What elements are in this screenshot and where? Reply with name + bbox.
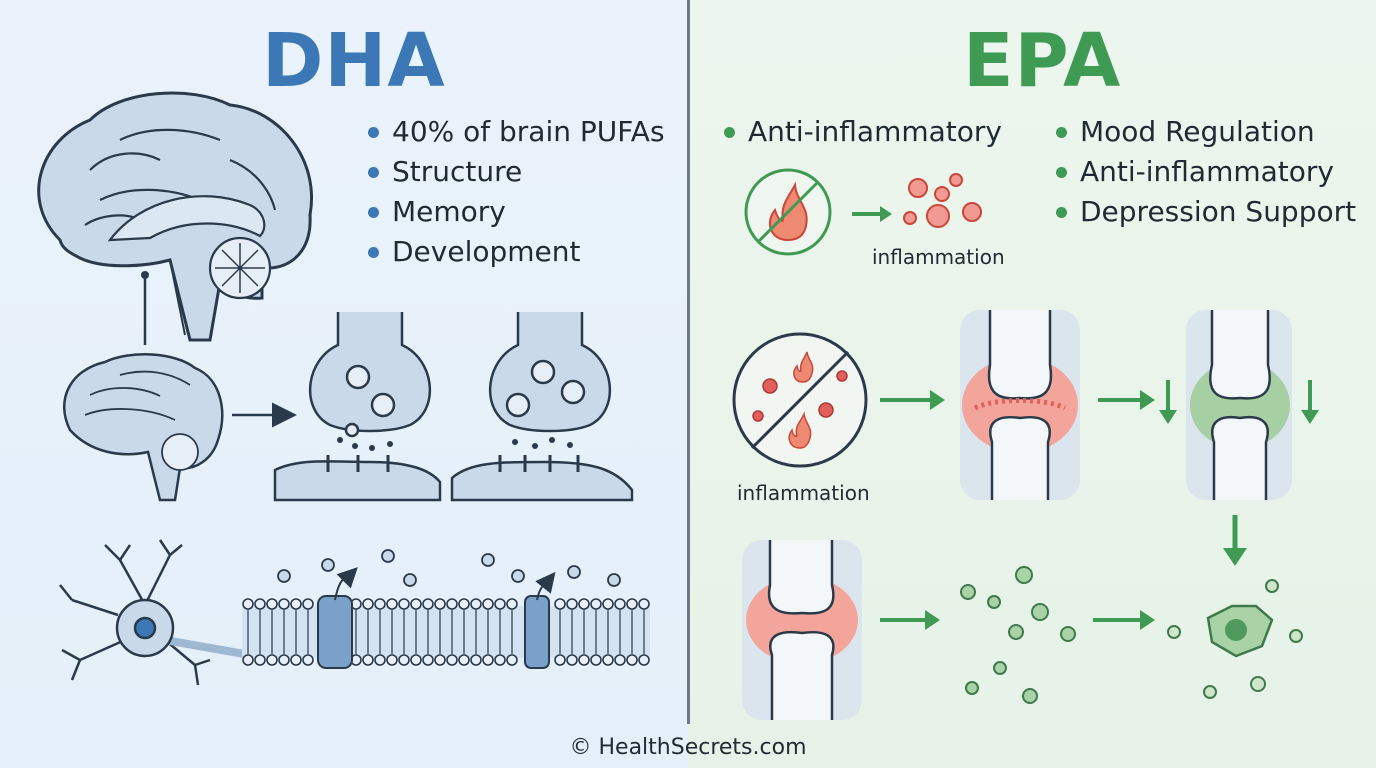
neuron-green-icon bbox=[1167, 579, 1303, 699]
phospholipid-head bbox=[242, 598, 254, 610]
joint-healthy-icon bbox=[1186, 310, 1292, 500]
phospholipid-head bbox=[602, 654, 614, 666]
copyright-footer: © HealthSecrets.com bbox=[569, 735, 807, 760]
phospholipid-head bbox=[254, 654, 266, 666]
synapse-icon bbox=[273, 312, 634, 502]
no-fire-icon bbox=[744, 168, 832, 256]
phospholipid-head bbox=[590, 654, 602, 666]
phospholipid-head bbox=[458, 654, 470, 666]
phospholipid-head bbox=[374, 598, 386, 610]
dha-bullet-list: 40% of brain PUFAs Structure Memory Deve… bbox=[368, 112, 665, 272]
green-particles-icon bbox=[960, 566, 1076, 704]
phospholipid-head bbox=[578, 598, 590, 610]
epa-bullet-list-right: Mood Regulation Anti-inflammatory Depres… bbox=[1056, 112, 1356, 232]
phospholipid-head bbox=[398, 654, 410, 666]
phospholipid-head bbox=[482, 654, 494, 666]
phospholipid-head bbox=[614, 654, 626, 666]
epa-bullet: Anti-inflammatory bbox=[724, 112, 1002, 152]
inflammation-caption: inflammation bbox=[737, 481, 870, 505]
phospholipid-head bbox=[290, 598, 302, 610]
cell-membrane-icon bbox=[242, 549, 650, 669]
inflammation-circle-icon bbox=[732, 332, 868, 468]
phospholipid-head bbox=[446, 598, 458, 610]
phospholipid-head bbox=[362, 654, 374, 666]
phospholipid-head bbox=[386, 598, 398, 610]
phospholipid-head bbox=[398, 598, 410, 610]
epa-bullet-list-left: Anti-inflammatory bbox=[724, 112, 1002, 152]
phospholipid-head bbox=[410, 654, 422, 666]
phospholipid-head bbox=[626, 654, 638, 666]
phospholipid-head bbox=[266, 654, 278, 666]
phospholipid-head bbox=[458, 598, 470, 610]
phospholipid-head bbox=[386, 654, 398, 666]
phospholipid-head bbox=[578, 654, 590, 666]
phospholipid-head bbox=[422, 654, 434, 666]
inflammation-cells-icon bbox=[903, 173, 982, 228]
neuron-icon bbox=[59, 539, 251, 686]
phospholipid-head bbox=[506, 654, 518, 666]
phospholipid-head bbox=[638, 654, 650, 666]
phospholipid-head bbox=[290, 654, 302, 666]
epa-bullet: Depression Support bbox=[1056, 192, 1356, 232]
epa-bullet: Mood Regulation bbox=[1056, 112, 1356, 152]
dha-title: DHA bbox=[262, 18, 446, 104]
phospholipid-head bbox=[554, 654, 566, 666]
phospholipid-head bbox=[638, 598, 650, 610]
phospholipid-head bbox=[554, 598, 566, 610]
phospholipid-head bbox=[470, 654, 482, 666]
phospholipid-head bbox=[374, 654, 386, 666]
epa-bullet: Anti-inflammatory bbox=[1056, 152, 1356, 192]
phospholipid-head bbox=[494, 654, 506, 666]
phospholipid-head bbox=[266, 598, 278, 610]
phospholipid-head bbox=[434, 654, 446, 666]
phospholipid-head bbox=[614, 598, 626, 610]
phospholipid-head bbox=[302, 654, 314, 666]
phospholipid-head bbox=[254, 598, 266, 610]
phospholipid-head bbox=[422, 598, 434, 610]
phospholipid-head bbox=[410, 598, 422, 610]
dha-bullet: Memory bbox=[368, 192, 665, 232]
phospholipid-head bbox=[626, 598, 638, 610]
epa-title: EPA bbox=[963, 18, 1122, 104]
phospholipid-head bbox=[602, 598, 614, 610]
inflammation-caption: inflammation bbox=[872, 245, 1005, 269]
phospholipid-head bbox=[434, 598, 446, 610]
phospholipid-head bbox=[446, 654, 458, 666]
dha-bullet: 40% of brain PUFAs bbox=[368, 112, 665, 152]
phospholipid-head bbox=[494, 598, 506, 610]
phospholipid-head bbox=[302, 598, 314, 610]
dha-bullet: Development bbox=[368, 232, 665, 272]
brain-sagittal-icon bbox=[37, 91, 313, 342]
phospholipid-head bbox=[470, 598, 482, 610]
dha-bullet: Structure bbox=[368, 152, 665, 192]
phospholipid-head bbox=[566, 598, 578, 610]
panel-divider bbox=[687, 0, 690, 724]
phospholipid-head bbox=[242, 654, 254, 666]
phospholipid-head bbox=[362, 598, 374, 610]
joint-inflamed-icon bbox=[960, 310, 1080, 500]
phospholipid-head bbox=[506, 598, 518, 610]
phospholipid-head bbox=[278, 654, 290, 666]
phospholipid-head bbox=[566, 654, 578, 666]
phospholipid-head bbox=[278, 598, 290, 610]
small-brain-icon bbox=[62, 353, 224, 502]
joint-lower-icon bbox=[742, 540, 862, 720]
phospholipid-head bbox=[590, 598, 602, 610]
phospholipid-head bbox=[482, 598, 494, 610]
